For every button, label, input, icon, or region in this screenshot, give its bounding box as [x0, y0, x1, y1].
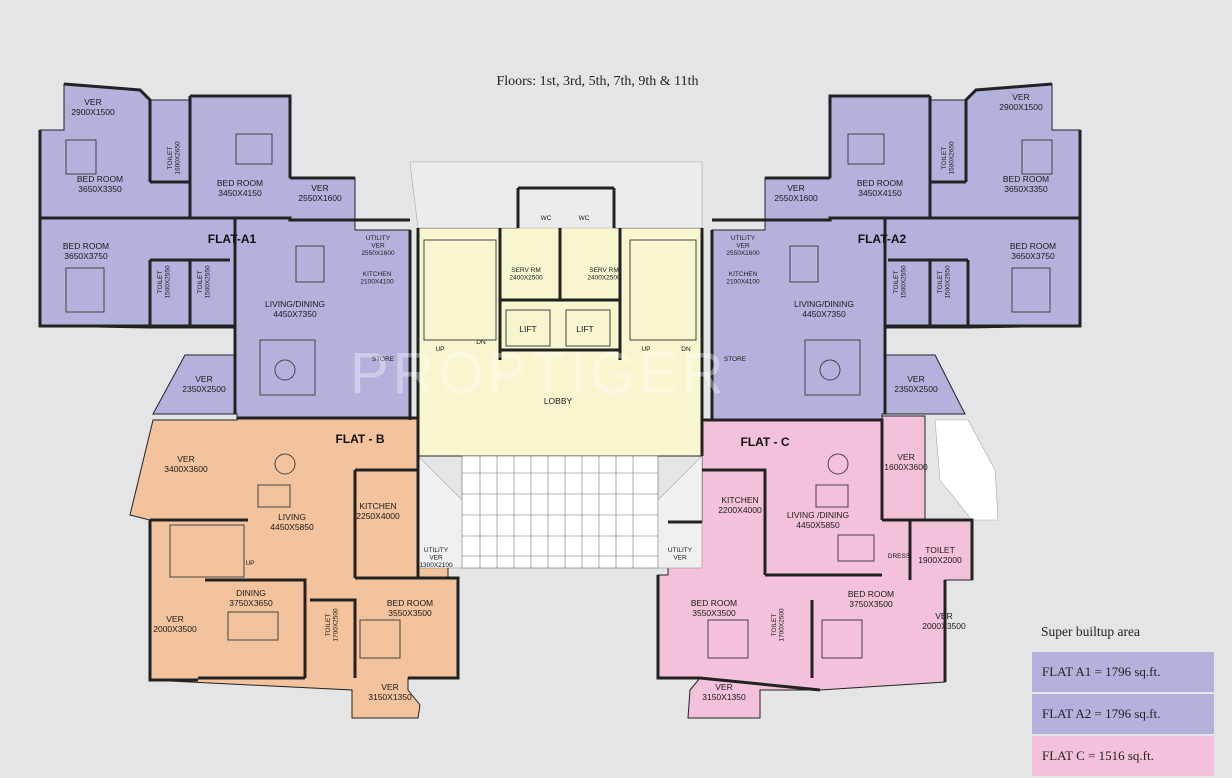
walls	[38, 82, 1082, 692]
core-lift-right-label: LIFT	[576, 324, 593, 334]
legend-row-flat-c: FLAT C = 1516 sq.ft.	[1032, 736, 1214, 776]
a1-toilet1-label: TOILET1600X2650	[167, 141, 182, 175]
legend-title: Super builtup area	[1041, 624, 1140, 639]
core-lift-left-label: LIFT	[519, 324, 536, 334]
a1-toilet3-label: TOILET1500X2550	[197, 265, 212, 299]
a1-toilet2-label: TOILET1500X2550	[157, 265, 172, 299]
core-up-left-label: UP	[435, 346, 444, 353]
c-toilet-label: TOILET1700X2500	[771, 608, 786, 642]
core-dn-left-label: DN	[476, 339, 486, 346]
core-lobby-label: LOBBY	[544, 396, 573, 406]
floors-caption: Floors: 1st, 3rd, 5th, 7th, 9th & 11th	[496, 74, 699, 89]
c-dress-label: DRESS	[888, 553, 911, 560]
a2-store-label: STORE	[724, 356, 747, 363]
core-wc-right-label: WC	[579, 215, 590, 222]
furniture	[65, 133, 1053, 659]
flat-c-area	[657, 415, 973, 719]
b-up-label: UP	[245, 560, 254, 567]
core-up-right-label: UP	[641, 346, 650, 353]
b-toilet-label: TOILET1700X2500	[325, 608, 340, 642]
area-legend: Super builtup area FLAT A1 = 1796 sq.ft.…	[1032, 624, 1214, 778]
flat-b-label: FLAT - B	[335, 432, 384, 446]
flat-a1-label: FLAT-A1	[208, 232, 257, 246]
core-dn-right-label: DN	[681, 346, 691, 353]
legend-row-flat-a2: FLAT A2 = 1796 sq.ft.	[1032, 694, 1214, 734]
flat-a2-label: FLAT-A2	[858, 232, 907, 246]
a2-toilet1-label: TOILET1500X2650	[941, 141, 956, 175]
a2-toilet2-label: TOILET1500X2550	[893, 265, 908, 299]
legend-row-flat-a1: FLAT A1 = 1796 sq.ft.	[1032, 652, 1214, 692]
a1-store-label: STORE	[372, 356, 395, 363]
flat-fills	[39, 83, 1081, 719]
open-grid	[409, 161, 999, 569]
flat-c-label: FLAT - C	[740, 435, 789, 449]
core-wc-left-label: WC	[541, 215, 552, 222]
a2-toilet3-label: TOILET1500X2550	[937, 265, 952, 299]
